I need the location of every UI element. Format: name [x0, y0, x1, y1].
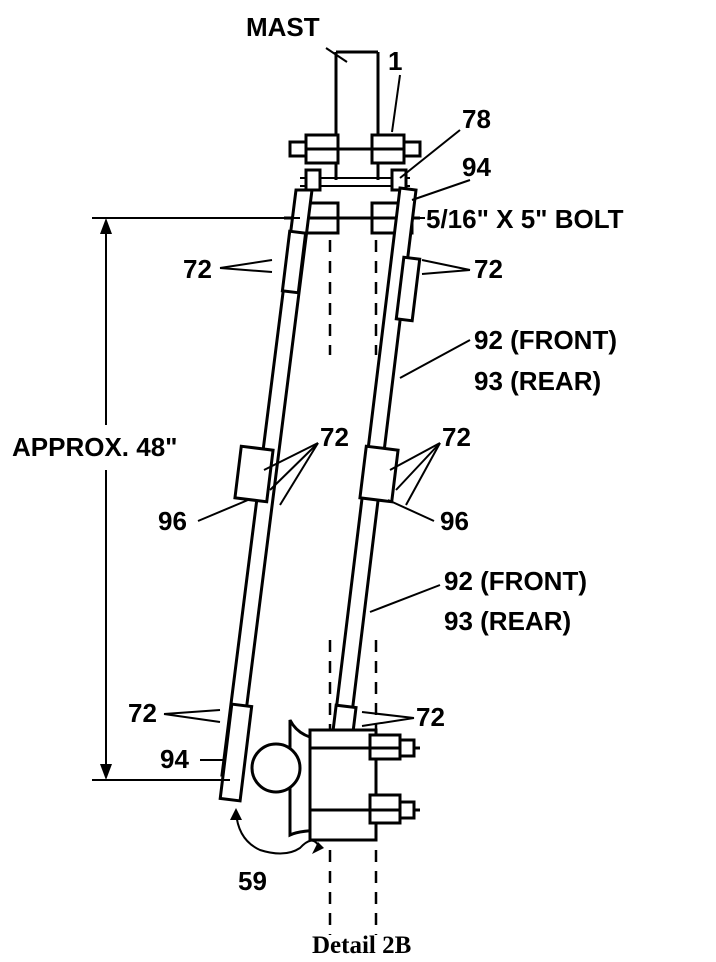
label-mast: MAST [246, 12, 320, 42]
arrowhead-down [100, 764, 112, 780]
bottom-clamp [250, 719, 420, 842]
label-part-78: 78 [462, 104, 491, 134]
caption: Detail 2B [312, 932, 411, 959]
label-72-upper-right: 72 [474, 254, 503, 284]
label-96-right: 96 [440, 506, 469, 536]
label-72-mid-left: 72 [320, 422, 349, 452]
label-72-mid-right: 72 [442, 422, 471, 452]
label-part-94-top: 94 [462, 152, 491, 182]
arrowhead-up [100, 218, 112, 234]
leader-lines [163, 47, 471, 855]
label-72-lower-left: 72 [128, 698, 157, 728]
label-93-lower: 93 (REAR) [444, 606, 571, 636]
label-part-1: 1 [388, 46, 402, 76]
label-72-upper-left: 72 [183, 254, 212, 284]
label-93-upper: 93 (REAR) [474, 366, 601, 396]
label-92-lower: 92 (FRONT) [444, 566, 587, 596]
label-approx-48: APPROX. 48" [12, 432, 178, 462]
dimension-48in [92, 217, 300, 781]
label-96-left: 96 [158, 506, 187, 536]
label-part-94-bottom: 94 [160, 744, 189, 774]
label-bolt: 5/16" X 5" BOLT [426, 204, 624, 234]
label-72-lower-right: 72 [416, 702, 445, 732]
label-part-59: 59 [238, 866, 267, 896]
brace-arm-left [218, 188, 314, 803]
label-92-upper: 92 (FRONT) [474, 325, 617, 355]
